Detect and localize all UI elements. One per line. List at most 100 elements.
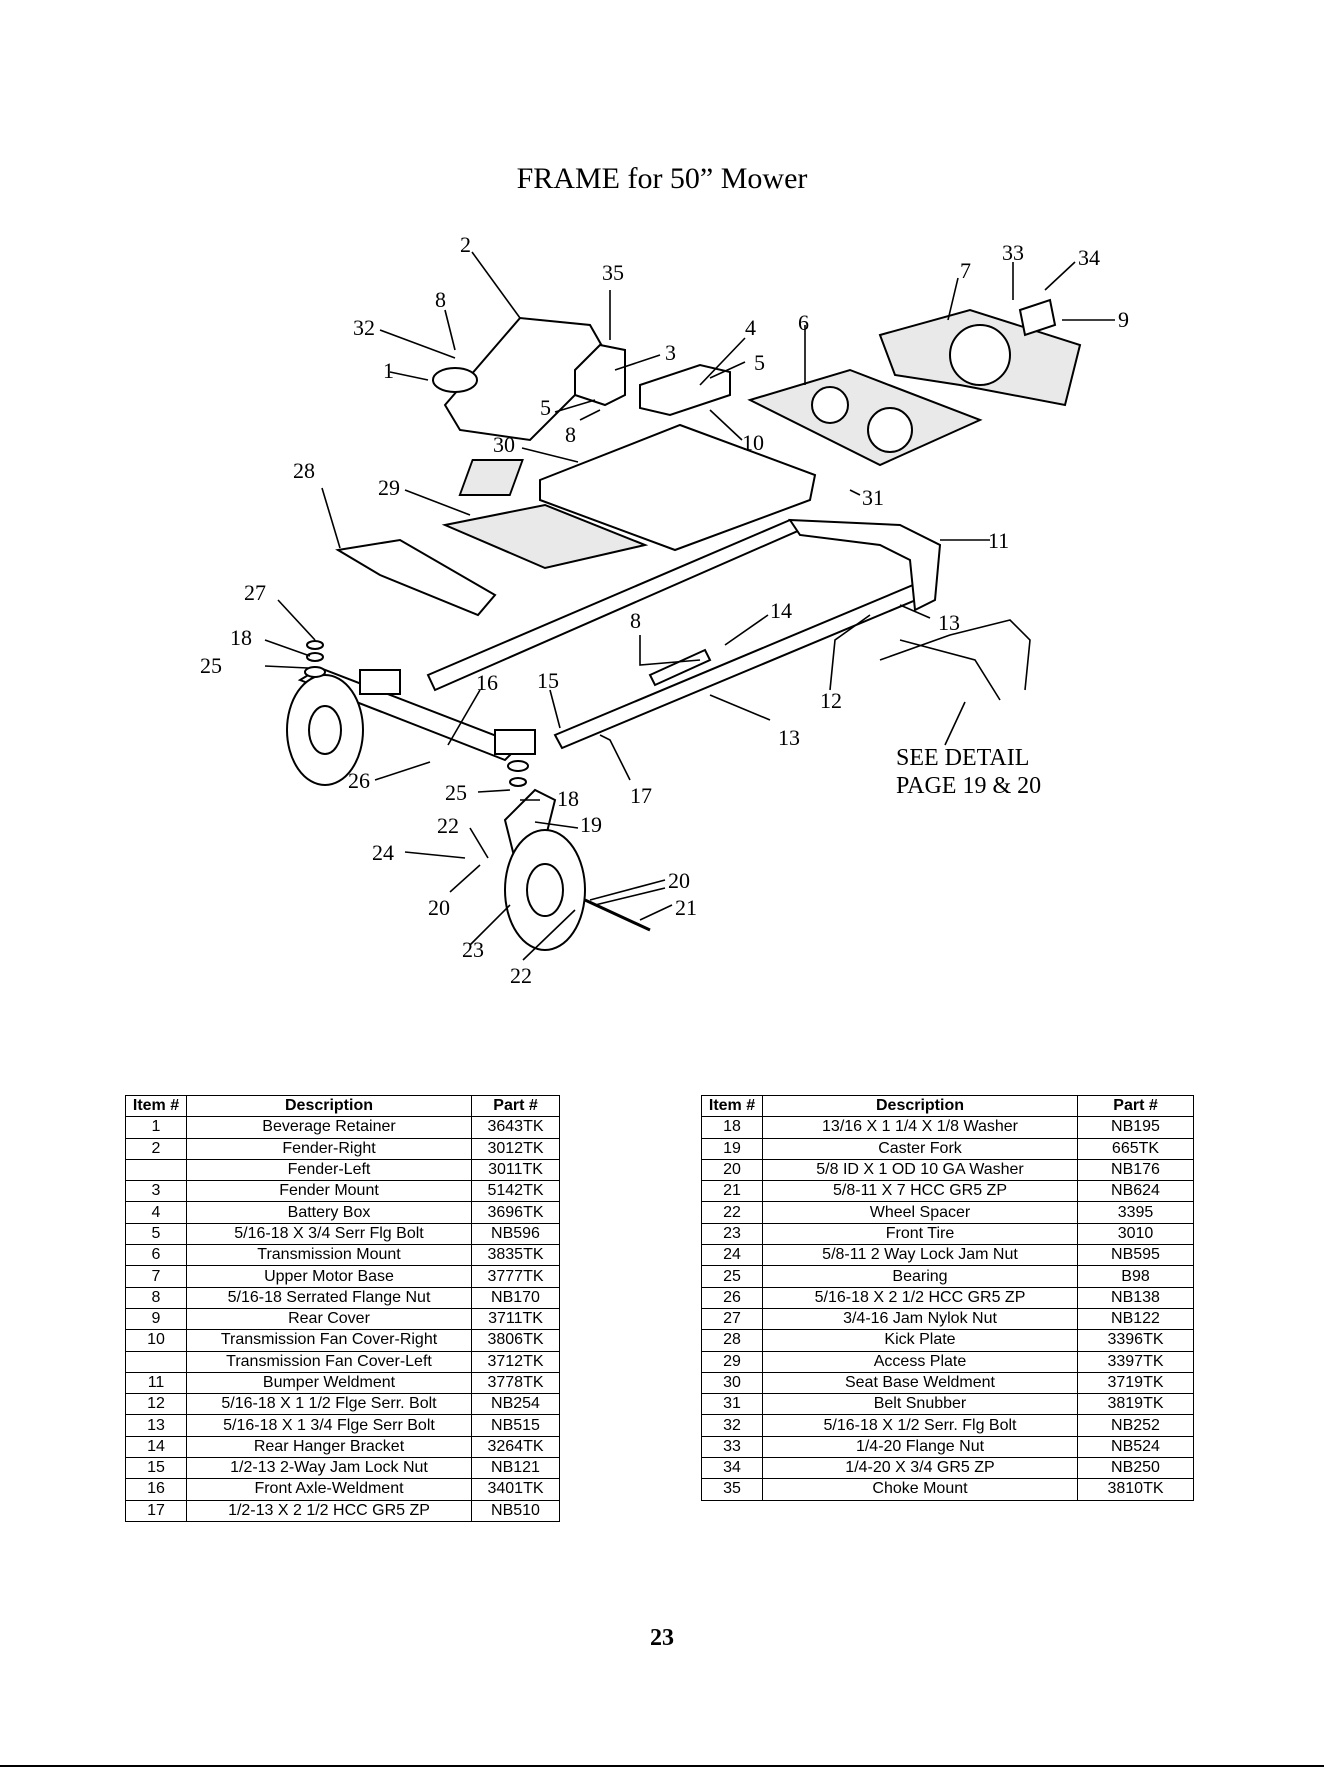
callout-7: 7 — [960, 258, 971, 283]
leader-line — [264, 665, 309, 669]
callout-5: 5 — [754, 350, 765, 375]
part-transmission-hole — [867, 407, 913, 453]
leader-line — [469, 904, 511, 946]
callout-16: 16 — [476, 670, 498, 695]
cell-description: Battery Box — [186, 1201, 472, 1224]
leader-line — [389, 371, 429, 381]
cell-item: 15 — [125, 1457, 187, 1480]
leader-line — [469, 827, 489, 859]
part-axle-bracket — [359, 669, 401, 695]
cell-description: 5/16-18 X 1/2 Serr. Flg Bolt — [762, 1414, 1078, 1437]
cell-part: NB254 — [471, 1393, 560, 1416]
header-description: Description — [186, 1094, 472, 1118]
leader-line — [829, 614, 871, 691]
part-battery-box — [639, 363, 731, 417]
cell-item: 22 — [701, 1201, 763, 1224]
part-washer — [306, 652, 324, 662]
cell-part: NB121 — [471, 1457, 560, 1480]
header-part: Part # — [1077, 1094, 1194, 1118]
cell-item: 30 — [701, 1371, 763, 1395]
cell-item: 17 — [125, 1499, 187, 1522]
cell-part: NB252 — [1077, 1414, 1194, 1437]
cell-item: 25 — [701, 1265, 763, 1288]
callout-9: 9 — [1118, 307, 1129, 332]
leader-line — [1044, 261, 1076, 291]
cell-description: 1/4-20 Flange Nut — [762, 1435, 1078, 1459]
cell-description: Rear Cover — [186, 1307, 472, 1331]
leader-line — [549, 689, 561, 729]
cell-description: Kick Plate — [762, 1329, 1078, 1352]
leader-line — [947, 277, 959, 321]
cell-item — [125, 1350, 187, 1373]
cell-description: 5/16-18 X 1 1/2 Flge Serr. Bolt — [186, 1393, 472, 1416]
part-bumper-weldment — [788, 518, 942, 612]
callout-33: 33 — [1002, 240, 1024, 265]
leader-line — [449, 864, 481, 893]
part-fender-mount — [574, 343, 626, 407]
cell-description: Seat Base Weldment — [762, 1371, 1078, 1395]
cell-item: 11 — [125, 1371, 187, 1395]
callout-10: 10 — [742, 430, 764, 455]
cell-part: NB122 — [1077, 1307, 1194, 1331]
leader-line — [639, 635, 701, 666]
leader-line — [404, 489, 471, 516]
cell-part: 3012TK — [471, 1137, 560, 1160]
cell-item: 6 — [125, 1244, 187, 1267]
leader-line — [554, 399, 596, 413]
part-rear-hanger-bracket — [648, 648, 712, 687]
cell-part: 3711TK — [471, 1307, 560, 1331]
cell-item: 35 — [701, 1478, 763, 1501]
part-front-tire-hub — [526, 863, 564, 917]
callout-12: 12 — [820, 688, 842, 713]
cell-part: B98 — [1077, 1265, 1194, 1288]
cell-part: NB510 — [471, 1499, 560, 1522]
cell-description: Front Tire — [762, 1222, 1078, 1246]
cell-item: 1 — [125, 1116, 187, 1139]
cell-part: 3835TK — [471, 1244, 560, 1267]
part-transmission-hole — [811, 386, 849, 424]
callout-2: 2 — [460, 232, 471, 257]
cell-part: 3778TK — [471, 1371, 560, 1395]
cell-description: Bumper Weldment — [186, 1371, 472, 1395]
callout-28: 28 — [293, 458, 315, 483]
header-part: Part # — [471, 1094, 560, 1118]
callout-34: 34 — [1078, 245, 1100, 270]
cell-part: NB595 — [1077, 1244, 1194, 1267]
callout-8: 8 — [565, 422, 576, 447]
cell-description: 5/8-11 2 Way Lock Jam Nut — [762, 1244, 1078, 1267]
cell-item: 10 — [125, 1329, 187, 1352]
callout-3: 3 — [665, 340, 676, 365]
see-detail-line-1: SEE DETAIL — [896, 745, 1029, 771]
callout-8: 8 — [435, 287, 446, 312]
callout-13: 13 — [938, 610, 960, 635]
part-washer — [509, 777, 527, 787]
cell-part: NB596 — [471, 1222, 560, 1246]
callout-25: 25 — [445, 780, 467, 805]
leader-line — [724, 614, 769, 646]
part-detail-linkage — [899, 639, 1001, 701]
cell-description: 5/8 ID X 1 OD 10 GA Washer — [762, 1158, 1078, 1182]
part-access-plate — [441, 503, 649, 570]
callout-30: 30 — [493, 432, 515, 457]
cell-item: 21 — [701, 1180, 763, 1203]
cell-part: 3777TK — [471, 1265, 560, 1288]
cell-item: 23 — [701, 1222, 763, 1246]
callout-22: 22 — [437, 813, 459, 838]
